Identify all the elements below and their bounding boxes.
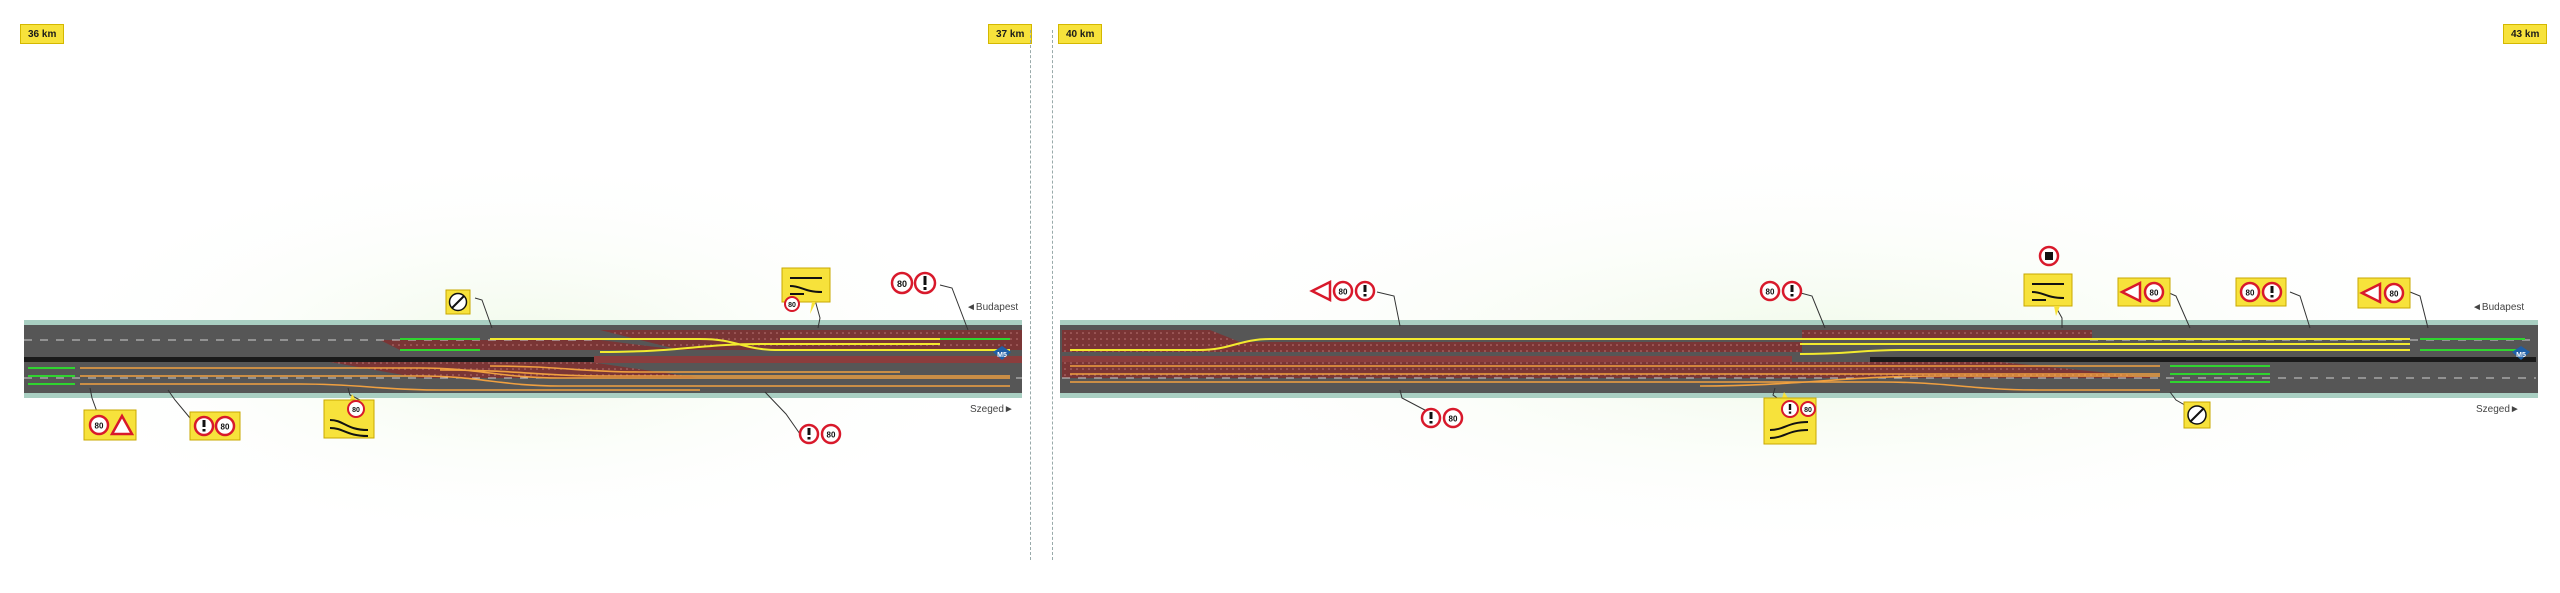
lane-merge-icon <box>1769 421 1809 439</box>
direction-label-szeged-left: Szeged► <box>970 404 1014 415</box>
roadworks-warning-icon <box>2119 280 2142 304</box>
svg-text:80: 80 <box>2246 289 2255 298</box>
km-badge-43: 43 km <box>2503 24 2548 44</box>
sign-warning-pair: 80 <box>1759 280 1803 302</box>
sign-roadworks-speed: 80 <box>2357 277 2411 309</box>
speed-limit-icon: 80 <box>1332 280 1354 302</box>
speed-limit-icon: 80 <box>784 296 800 312</box>
svg-text:80: 80 <box>2390 290 2399 299</box>
road-right <box>1060 320 2538 398</box>
svg-text:80: 80 <box>1766 288 1775 297</box>
exclamation-icon <box>1781 400 1799 418</box>
sign-end-of-restrictions <box>445 289 471 315</box>
exclamation-icon <box>1420 407 1442 429</box>
motorway-shield-left: M5 <box>993 346 1011 360</box>
sign-roadworks-speed-exclamation: 80 <box>1309 279 1376 303</box>
svg-text:80: 80 <box>1804 407 1812 414</box>
direction-label-budapest-right: ◄Budapest <box>2472 302 2525 313</box>
svg-text:80: 80 <box>1339 288 1348 297</box>
sign-roadworks-speed: 80 <box>2117 277 2171 307</box>
speed-limit-icon: 80 <box>1759 280 1781 302</box>
sign-speed-roadworks: 80 <box>83 409 137 441</box>
sign-lane-shift: 80 <box>781 267 831 314</box>
motorway-shield-right: M5 <box>2512 346 2530 360</box>
sign-warning-pair: 80 <box>890 271 937 295</box>
lane-shift-icon <box>789 277 823 295</box>
svg-text:M5: M5 <box>997 352 1007 359</box>
section-separator <box>1030 30 1031 560</box>
road-left <box>24 320 1022 398</box>
km-badge-37: 37 km <box>988 24 1033 44</box>
exclamation-icon <box>2261 281 2283 303</box>
svg-text:80: 80 <box>352 407 360 414</box>
sign-end-of-restrictions <box>2183 401 2211 429</box>
sign-warning-pair: 80 <box>798 423 842 445</box>
svg-text:80: 80 <box>827 431 836 440</box>
roadworks-warning-icon <box>109 413 135 436</box>
sign-warning-pair: 80 <box>189 411 241 441</box>
section-separator <box>1052 30 1053 560</box>
exclamation-icon <box>193 415 215 437</box>
exclamation-icon <box>798 423 820 445</box>
svg-text:M5: M5 <box>2516 352 2526 359</box>
speed-limit-icon: 80 <box>2239 281 2261 303</box>
no-overtaking-trucks-icon <box>2038 245 2060 267</box>
svg-text:80: 80 <box>1449 415 1458 424</box>
speed-limit-icon: 80 <box>2383 282 2405 304</box>
km-badge-40: 40 km <box>1058 24 1103 44</box>
roadworks-warning-icon <box>1309 279 1332 303</box>
svg-text:80: 80 <box>788 302 796 309</box>
svg-text:80: 80 <box>2150 289 2159 298</box>
sign-warning-pair: 80 <box>1420 407 1464 429</box>
speed-limit-icon: 80 <box>2143 281 2165 303</box>
direction-label-budapest-left: ◄Budapest <box>966 302 1019 313</box>
speed-limit-icon: 80 <box>214 415 236 437</box>
lane-shift-icon <box>2031 283 2065 301</box>
direction-label-szeged-right: Szeged► <box>2476 404 2520 415</box>
svg-text:80: 80 <box>221 423 230 432</box>
sign-warning-pair: 80 <box>2235 277 2287 307</box>
speed-limit-icon: 80 <box>1800 401 1816 417</box>
sign-lane-shift-truck <box>2023 245 2073 316</box>
exclamation-icon <box>913 271 937 295</box>
svg-text:80: 80 <box>897 279 907 289</box>
sign-lane-merge: 80 <box>1763 392 1817 445</box>
roadworks-warning-icon <box>2359 281 2382 305</box>
exclamation-icon <box>1354 280 1376 302</box>
km-badge-36: 36 km <box>20 24 65 44</box>
lane-merge-icon <box>329 419 369 437</box>
svg-text:80: 80 <box>95 422 104 431</box>
speed-limit-icon: 80 <box>820 423 842 445</box>
sign-lane-merge: 80 <box>323 394 375 439</box>
speed-limit-icon: 80 <box>347 400 365 418</box>
speed-limit-icon: 80 <box>1442 407 1464 429</box>
speed-limit-icon: 80 <box>890 271 914 295</box>
speed-limit-icon: 80 <box>88 414 110 436</box>
exclamation-icon <box>1781 280 1803 302</box>
